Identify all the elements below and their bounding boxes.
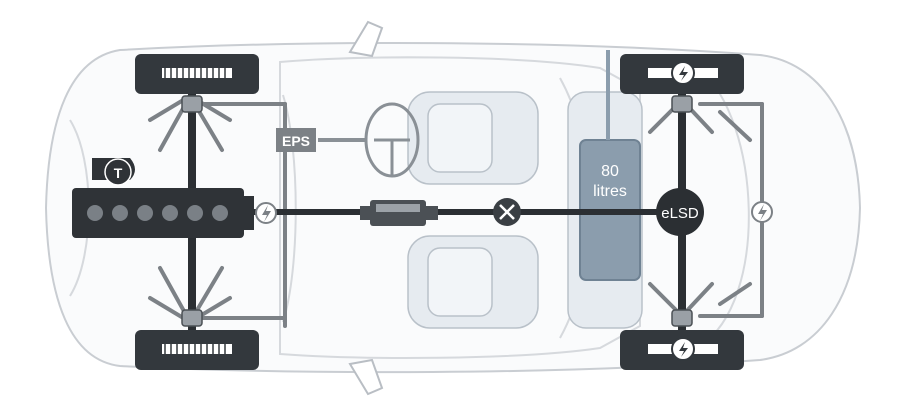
rear-right-brake-actuator-icon (671, 337, 695, 361)
eps-label: EPS (282, 133, 310, 149)
elsd-differential: eLSD (656, 188, 704, 236)
rear-lightning-bolt-icon (751, 201, 773, 223)
front-right-wheel (135, 330, 259, 370)
elsd-label: eLSD (661, 205, 699, 222)
tank-capacity-value: 80 (601, 163, 619, 180)
steering-wheel (318, 102, 420, 178)
center-joint-icon (493, 198, 521, 226)
engine (72, 188, 254, 238)
left-mirror (348, 20, 384, 58)
turbo-label: T (114, 165, 123, 181)
hub-carriers (181, 95, 693, 327)
front-left-wheel (135, 54, 259, 94)
right-mirror (348, 358, 384, 396)
transmission (360, 200, 438, 226)
rear-left-wheel (620, 54, 744, 94)
tank-capacity-unit: litres (593, 183, 627, 200)
rear-left-brake-actuator-icon (671, 61, 695, 85)
eps-unit: EPS (276, 128, 316, 152)
rear-right-wheel (620, 330, 744, 370)
turbocharger-icon: T (92, 158, 135, 186)
front-lightning-bolt-icon (255, 202, 277, 224)
